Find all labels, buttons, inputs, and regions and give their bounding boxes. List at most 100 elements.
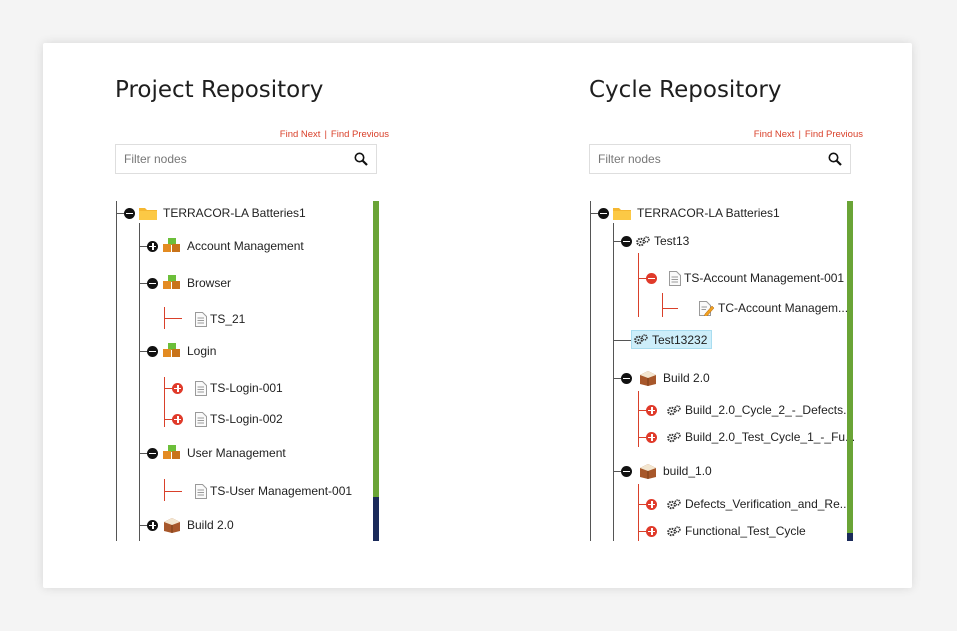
- build-icon: [640, 371, 656, 386]
- find-previous-link[interactable]: Find Previous: [330, 129, 389, 140]
- tree-node-account-management[interactable]: Account Management: [147, 235, 304, 257]
- tree-node-ts-login-002[interactable]: TS-Login-002: [172, 408, 283, 430]
- tree-node-label: Account Management: [187, 239, 304, 253]
- module-icon: [163, 238, 180, 252]
- tree-node-ts-user-management-001[interactable]: TS-User Management-001: [195, 480, 352, 502]
- find-separator: |: [798, 129, 801, 140]
- document-icon: [195, 380, 207, 396]
- tree-connector: [590, 201, 591, 541]
- tree-node-defects-verification[interactable]: Defects_Verification_and_Re...: [646, 493, 850, 515]
- tree-node-functional-test-cycle[interactable]: Functional_Test_Cycle: [646, 520, 806, 541]
- tree-connector: [662, 308, 678, 309]
- tree-node-build-1-0[interactable]: build_1.0: [621, 460, 712, 482]
- find-next-link[interactable]: Find Next: [279, 129, 321, 140]
- expand-toggle-icon[interactable]: [172, 382, 183, 394]
- tree-connector: [638, 410, 646, 411]
- selected-node-highlight[interactable]: Test13232: [631, 330, 713, 349]
- tree-node-label: Login: [187, 344, 217, 358]
- tree-node-build-2-0-cycle-2[interactable]: Build_2.0_Cycle_2_-_Defects...: [646, 399, 853, 421]
- tree-node-ts-login-001[interactable]: TS-Login-001: [172, 377, 283, 399]
- document-icon: [669, 270, 681, 286]
- tree-node-label: Build 2.0: [187, 518, 234, 532]
- tree-connector: [638, 391, 639, 447]
- find-bar: Find Next|Find Previous: [280, 129, 389, 140]
- tree-node-tc-account-management[interactable]: TC-Account Managem...: [699, 297, 848, 319]
- repository-card: Project Repository Find Next|Find Previo…: [43, 43, 912, 588]
- tree-node-label: Functional_Test_Cycle: [685, 524, 806, 538]
- module-icon: [163, 343, 180, 357]
- gears-icon: [636, 235, 650, 246]
- filter-nodes-input[interactable]: [116, 145, 357, 173]
- expand-toggle-icon[interactable]: [646, 404, 657, 416]
- expand-toggle-icon[interactable]: [147, 240, 158, 252]
- tree-node-build-2-0-test-cycle-1[interactable]: Build_2.0_Test_Cycle_1_-_Fu...: [646, 426, 855, 448]
- scrollbar-thumb[interactable]: [847, 201, 853, 533]
- tree-node-ts-account-management-001[interactable]: TS-Account Management-001: [646, 267, 844, 289]
- search-icon[interactable]: [354, 152, 368, 166]
- tree-connector: [164, 318, 182, 319]
- collapse-toggle-icon[interactable]: [621, 235, 632, 247]
- search-icon[interactable]: [828, 152, 842, 166]
- filter-box: [589, 144, 851, 174]
- scrollbar-thumb[interactable]: [373, 201, 379, 497]
- find-previous-link[interactable]: Find Previous: [804, 129, 863, 140]
- gears-icon: [667, 498, 681, 509]
- tree-node-login[interactable]: Login: [147, 340, 216, 362]
- collapse-toggle-icon[interactable]: [621, 465, 632, 477]
- collapse-toggle-icon[interactable]: [646, 272, 657, 284]
- tree-node-build-2-0[interactable]: Build 2.0: [621, 367, 710, 389]
- tree-scrollbar[interactable]: [847, 201, 853, 541]
- tree-node-test13[interactable]: Test13: [621, 230, 689, 252]
- filter-box: [115, 144, 377, 174]
- tree-connector: [638, 278, 646, 279]
- tree-connector: [638, 531, 646, 532]
- tree-scrollbar[interactable]: [373, 201, 379, 541]
- tree-node-label: TS_21: [210, 312, 246, 326]
- tree-connector: [139, 351, 147, 352]
- tree-connector: [638, 504, 646, 505]
- collapse-toggle-icon[interactable]: [147, 277, 158, 289]
- tree-connector: [164, 479, 165, 501]
- expand-toggle-icon[interactable]: [646, 525, 657, 537]
- gears-icon: [667, 525, 681, 536]
- tree-node-browser[interactable]: Browser: [147, 272, 231, 294]
- collapse-toggle-icon[interactable]: [147, 447, 158, 459]
- find-next-link[interactable]: Find Next: [753, 129, 795, 140]
- gears-icon: [634, 334, 648, 345]
- project-tree: TERRACOR-LA Batteries1 Account Managemen…: [115, 201, 381, 541]
- expand-toggle-icon[interactable]: [646, 431, 657, 443]
- filter-nodes-input[interactable]: [590, 145, 831, 173]
- folder-icon: [613, 208, 631, 220]
- tree-node-label: TS-Account Management-001: [684, 271, 845, 285]
- tree-connector: [139, 246, 147, 247]
- tree-connector: [638, 484, 639, 541]
- tree-node-build-2-0[interactable]: Build 2.0: [147, 514, 234, 536]
- tree-node-root[interactable]: TERRACOR-LA Batteries1: [124, 202, 306, 224]
- expand-toggle-icon[interactable]: [646, 498, 657, 510]
- tree-node-label: Build_2.0_Test_Cycle_1_-_Fu...: [685, 430, 855, 444]
- document-icon: [195, 483, 207, 499]
- document-icon: [195, 411, 207, 427]
- tree-node-label: TERRACOR-LA Batteries1: [163, 206, 306, 220]
- tree-node-root[interactable]: TERRACOR-LA Batteries1: [598, 202, 780, 224]
- tree-connector: [638, 253, 639, 317]
- tree-node-label: TC-Account Managem...: [718, 301, 849, 315]
- folder-icon: [139, 208, 157, 220]
- expand-toggle-icon[interactable]: [172, 413, 183, 425]
- tree-node-ts-21[interactable]: TS_21: [195, 308, 245, 330]
- tree-connector: [662, 293, 663, 317]
- tree-connector: [139, 223, 140, 541]
- module-icon: [163, 275, 180, 289]
- collapse-toggle-icon[interactable]: [147, 345, 158, 357]
- page-title: Project Repository: [115, 77, 324, 103]
- tree-connector: [116, 213, 124, 214]
- collapse-toggle-icon[interactable]: [598, 207, 609, 219]
- collapse-toggle-icon[interactable]: [124, 207, 135, 219]
- gears-icon: [667, 404, 681, 415]
- collapse-toggle-icon[interactable]: [621, 372, 632, 384]
- tree-node-label: build_1.0: [663, 464, 712, 478]
- tree-node-test13232[interactable]: Test13232: [631, 330, 713, 349]
- tree-node-user-management[interactable]: User Management: [147, 442, 286, 464]
- tree-node-label: Test13232: [652, 332, 708, 347]
- expand-toggle-icon[interactable]: [147, 519, 158, 531]
